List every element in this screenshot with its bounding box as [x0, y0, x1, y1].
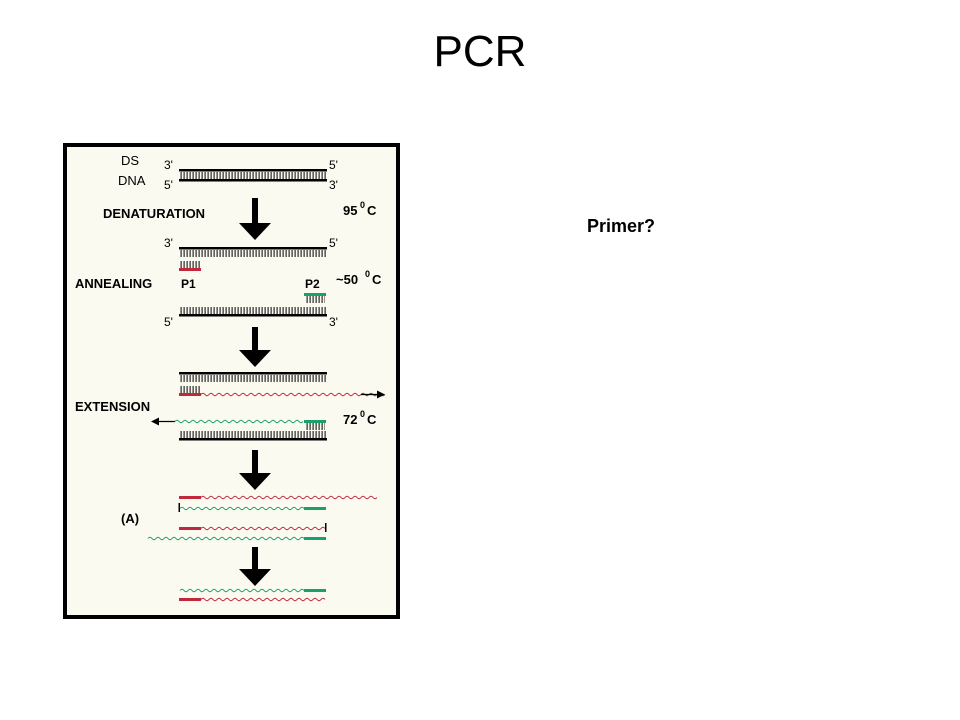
temperature-denaturation: 95 0 C: [343, 200, 377, 218]
primer-question: Primer?: [587, 216, 656, 236]
end-label-5prime: 5': [164, 315, 173, 329]
end-label-3prime: 3': [329, 315, 338, 329]
primer-p2: [304, 293, 326, 296]
extension-arrow-left-icon: [151, 417, 175, 426]
down-arrow-icon: [239, 450, 271, 490]
svg-text:0: 0: [360, 200, 365, 210]
new-strand-green: [179, 506, 305, 511]
step-label-extension: EXTENSION: [75, 399, 150, 414]
primer-p2: [304, 589, 326, 592]
base-pair-ticks: [305, 296, 325, 303]
new-strand-green: [174, 419, 304, 424]
down-arrow-icon: [239, 198, 271, 240]
new-strand-green: [179, 588, 305, 593]
new-strand-red: [200, 597, 326, 602]
end-label-5prime: 5': [329, 158, 338, 172]
temperature-annealing: ~50 0 C: [336, 269, 382, 287]
svg-text:C: C: [367, 412, 377, 427]
svg-text:72: 72: [343, 412, 357, 427]
new-strand-red: [200, 495, 378, 500]
dsdna-label-line2: DNA: [118, 173, 146, 188]
primer-label-p2: P2: [305, 277, 320, 291]
strand-end-cap: [325, 523, 327, 532]
end-label-5prime: 5': [329, 236, 338, 250]
svg-text:C: C: [367, 203, 377, 218]
end-label-5prime: 5': [164, 178, 173, 192]
new-strand-green: [147, 536, 305, 541]
primer-p2: [304, 507, 326, 510]
base-pair-ticks: [180, 431, 326, 438]
base-pair-ticks: [180, 250, 326, 257]
svg-text:C: C: [372, 272, 382, 287]
primer-p1: [179, 598, 201, 601]
primer-p2: [304, 537, 326, 540]
base-pair-ticks: [180, 172, 326, 179]
primer-p2: [304, 420, 326, 423]
dna-strand-top: [179, 169, 327, 172]
end-label-3prime: 3': [329, 178, 338, 192]
dsdna-label-line1: DS: [121, 153, 139, 168]
dna-strand-top: [179, 372, 327, 375]
primer-p1: [179, 527, 201, 530]
strand-end-cap: [178, 503, 180, 512]
dna-strand-bottom: [179, 438, 327, 441]
base-pair-ticks: [180, 375, 326, 382]
down-arrow-icon: [239, 547, 271, 586]
slide-title: PCR: [433, 27, 527, 76]
dna-strand-top: [179, 247, 327, 250]
step-label-annealing: ANNEALING: [75, 276, 152, 291]
new-strand-red: [200, 526, 326, 531]
primer-label-p1: P1: [181, 277, 196, 291]
svg-text:~50: ~50: [336, 272, 358, 287]
base-pair-ticks: [180, 386, 200, 393]
primer-p1: [179, 496, 201, 499]
dna-strand-bottom: [179, 314, 327, 317]
primer-p1: [179, 268, 201, 271]
down-arrow-icon: [239, 327, 271, 367]
svg-text:0: 0: [360, 409, 365, 419]
end-label-3prime: 3': [164, 158, 173, 172]
pcr-diagram: DS DNA 3' 5' 5' 3' DENATURATION 95 0 C 3…: [63, 143, 400, 619]
svg-text:95: 95: [343, 203, 357, 218]
extension-arrow-right-icon: [361, 390, 385, 399]
dna-strand-bottom: [179, 179, 327, 182]
temperature-extension: 72 0 C: [343, 409, 377, 427]
end-label-3prime: 3': [164, 236, 173, 250]
base-pair-ticks: [180, 307, 326, 314]
base-pair-ticks: [305, 423, 325, 430]
new-strand-red: [200, 392, 386, 397]
primer-p1: [179, 393, 201, 396]
step-label-denaturation: DENATURATION: [103, 206, 205, 221]
svg-text:0: 0: [365, 269, 370, 279]
base-pair-ticks: [180, 261, 200, 268]
panel-label: (A): [121, 511, 139, 526]
